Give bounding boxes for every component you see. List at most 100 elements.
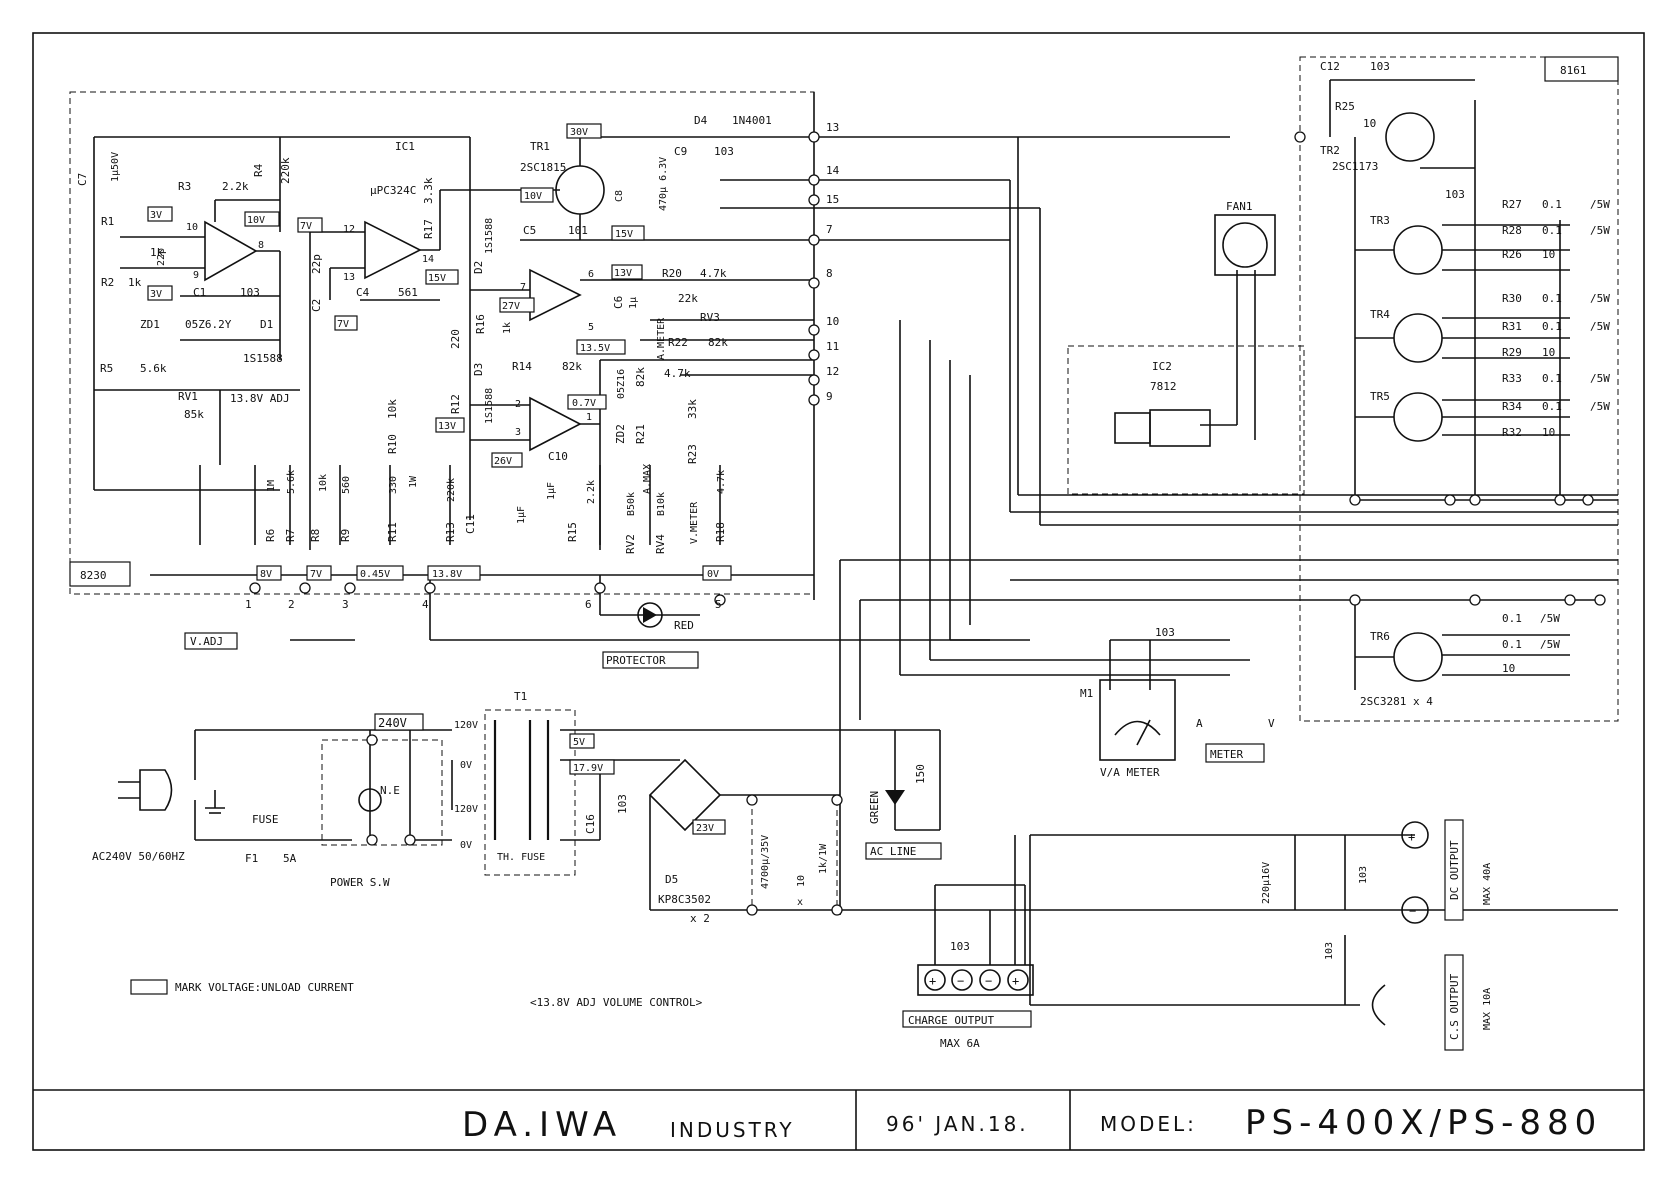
t1-tap-0b: 0V — [460, 840, 472, 851]
r21-value: 82k — [634, 367, 647, 387]
d4-label: D4 — [694, 114, 708, 127]
transformer-labels: T1 120V 0V 120V 0V 5V 17.9V TH. FUSE C16… — [454, 690, 629, 863]
conn-pin-6: 6 — [585, 598, 592, 611]
c16-value: 103 — [616, 794, 629, 814]
v26-mark: 26V — [494, 456, 512, 467]
t1-tap-120b: 120V — [454, 804, 478, 815]
terminal-dots — [249, 131, 1606, 916]
r9-label: R9 — [339, 529, 352, 542]
out-cap3-value: 103 — [1324, 942, 1335, 960]
board-8230-outline — [69, 91, 815, 595]
rect-23v-mark: 23V — [696, 823, 714, 834]
r33-value: 0.1 — [1542, 372, 1562, 385]
r31-value: 0.1 — [1542, 320, 1562, 333]
zd1-part: 05Z6.2Y — [185, 318, 232, 331]
rv1-label: RV1 — [178, 390, 198, 403]
meter-labels: 103 M1 V/A METER METER A V — [1080, 626, 1275, 779]
out-cap2-value: 103 — [1358, 866, 1369, 884]
board-tag-box — [1544, 56, 1619, 82]
pin14: 14 — [422, 254, 434, 265]
c8-label: C8 — [614, 190, 625, 202]
tr3-label: TR3 — [1370, 214, 1390, 227]
r34-label: R34 — [1502, 400, 1522, 413]
v7a-mark: 7V — [300, 221, 312, 232]
v13b-mark: 13V — [438, 421, 456, 432]
pin12: 12 — [343, 224, 355, 235]
legend-mark-text: MARK VOLTAGE:UNLOAD CURRENT — [175, 981, 354, 994]
main-wiring — [93, 79, 1618, 1006]
conn-pin-4: 4 — [422, 598, 429, 611]
conn-pin-2: 2 — [288, 598, 295, 611]
tr2-labels: C12 103 R25 10 TR2 2SC1173 103 — [1320, 60, 1465, 201]
r14-value: 82k — [562, 360, 582, 373]
r1-label: R1 — [101, 215, 114, 228]
pin8: 8 — [258, 240, 264, 251]
d2-label: D2 — [472, 261, 485, 274]
conn-pin-1: 1 — [245, 598, 252, 611]
tr5-label: TR5 — [1370, 390, 1390, 403]
bus-mark-138v: 13.8V — [432, 569, 462, 580]
r13-value: 220k — [446, 478, 457, 502]
tr4-label: TR4 — [1370, 308, 1390, 321]
term-7: 7 — [826, 223, 833, 236]
fan-icon — [1222, 222, 1268, 268]
pin3-b: 3 — [515, 427, 521, 438]
green-led-label: GREEN — [868, 791, 881, 824]
v10-mark: 10V — [247, 215, 265, 226]
r32-label: R32 — [1502, 426, 1522, 439]
dc-output-max: MAX 40A — [1482, 863, 1493, 905]
c11-value: 1μF — [516, 506, 527, 524]
d1-part: 1S1588 — [243, 352, 283, 365]
r11-value: 330 — [388, 476, 399, 494]
c6-value: 1μ — [628, 297, 639, 309]
r22-label: R22 — [668, 336, 688, 349]
term-8: 8 — [826, 267, 833, 280]
pin9: 9 — [193, 270, 199, 281]
c1-label: C1 — [193, 286, 206, 299]
ic1-label: IC1 — [395, 140, 415, 153]
meter-cap-value: 103 — [1155, 626, 1175, 639]
footer-model: PS-400X/PS-880 — [1245, 1103, 1602, 1143]
term-15: 15 — [826, 193, 839, 206]
ac-line-label: AC LINE — [870, 845, 916, 858]
fuse-id: F1 — [245, 852, 258, 865]
power-transistor-labels: TR3 TR4 TR5 TR6 2SC3281 x 4 R27 0.1 /5W … — [1360, 198, 1610, 708]
tr1-v1: 30V — [570, 127, 588, 138]
r16-label: R16 — [474, 314, 487, 334]
charge-plus-2: + — [1012, 974, 1019, 988]
r6-value: 1M — [266, 480, 277, 492]
term-13: 13 — [826, 121, 839, 134]
c11-label: C11 — [464, 514, 477, 534]
charge-minus-2: − — [985, 974, 992, 988]
pin2-b: 2 — [515, 399, 521, 410]
r17-label: R17 — [422, 219, 435, 239]
r30-label: R30 — [1502, 292, 1522, 305]
ic2-label: IC2 — [1152, 360, 1172, 373]
r6-label: R6 — [264, 529, 277, 542]
r1-value: 1k — [150, 246, 164, 259]
r5-value: 5.6k — [140, 362, 167, 375]
fan-label: FAN1 — [1226, 200, 1253, 213]
ac-line-labels: GREEN 150 AC LINE — [868, 764, 927, 858]
tr2-label: TR2 — [1320, 144, 1340, 157]
output-labels: 220μ16V 103 103 DC OUTPUT MAX 40A C.S OU… — [908, 840, 1493, 1050]
cap22p: 22p — [156, 248, 167, 266]
c16-label: C16 — [584, 814, 597, 834]
rectifier-labels: 23V D5 KP8C3502 x 2 4700μ/35V 10 1k/1W x — [658, 823, 829, 925]
r23-value: 33k — [686, 399, 699, 419]
c9-value: 103 — [714, 145, 734, 158]
c6-label: C6 — [612, 296, 625, 309]
charge-terminal-strip — [917, 964, 1034, 996]
cs-output-label: C.S OUTPUT — [1448, 973, 1461, 1040]
r4-value: 220k — [279, 157, 292, 184]
power-switch-label: POWER S.W — [330, 876, 390, 889]
fuse-label: FUSE — [252, 813, 279, 826]
cs-output-max: MAX 10A — [1482, 988, 1493, 1030]
r4-label: R4 — [252, 163, 265, 177]
tr1-v3: 15V — [615, 229, 633, 240]
a-meter-label: A.METER — [656, 317, 667, 360]
r28-label: R28 — [1502, 224, 1522, 237]
r11-watt: 1W — [408, 475, 419, 488]
v15-mark: 15V — [428, 273, 446, 284]
tr6-res1-watt: /5W — [1540, 612, 1560, 625]
